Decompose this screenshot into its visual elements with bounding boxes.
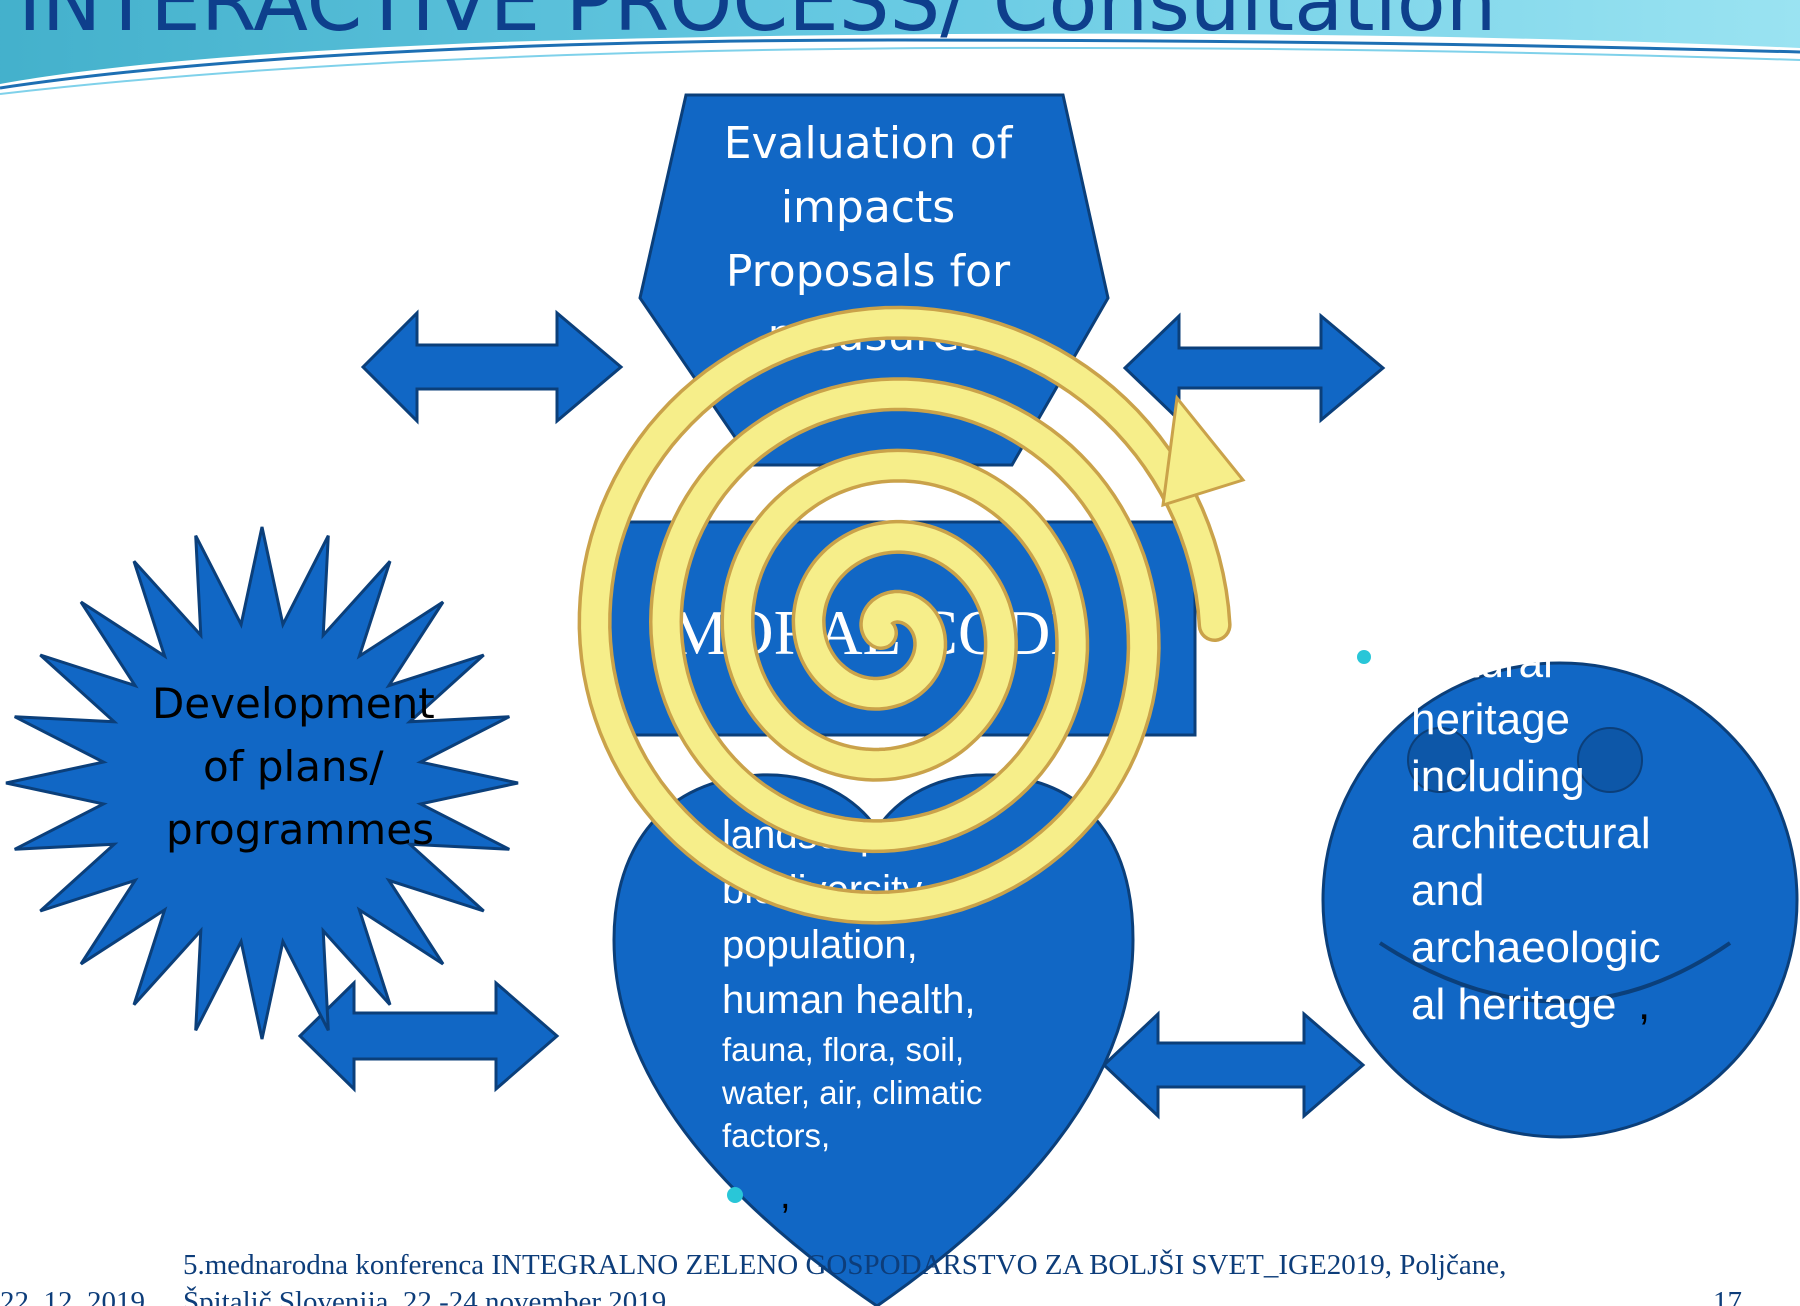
circle-line: cultural xyxy=(1411,638,1553,687)
circle-trailing-comma: , xyxy=(1638,980,1650,1029)
heart-line: population, xyxy=(722,923,918,967)
heart-line: water, air, climatic xyxy=(721,1074,982,1111)
starburst-line: of plans/ xyxy=(203,742,384,791)
starburst-shape: Development of plans/ programmes xyxy=(5,526,519,1040)
eye-right xyxy=(1577,727,1643,793)
spiral-arrow-icon xyxy=(577,305,1246,925)
mouth-curve xyxy=(1378,941,1732,1004)
left-right-arrow-icon xyxy=(297,979,560,1093)
heptagon-line: Evaluation of xyxy=(724,118,1014,169)
left-right-arrow-icon xyxy=(1101,1010,1366,1120)
starburst-line: Development xyxy=(152,679,435,728)
circle-line: and xyxy=(1411,866,1484,915)
page-number: 17 xyxy=(1713,1286,1742,1306)
bullet-dot-icon xyxy=(727,1187,743,1203)
circle-shape: cultural heritage including architectura… xyxy=(1321,638,1799,1139)
heart-line: fauna, flora, soil, xyxy=(722,1031,964,1068)
heart-line: factors, xyxy=(722,1117,830,1154)
starburst-line: programmes xyxy=(166,805,434,854)
header-wave xyxy=(0,0,1800,95)
circle-line: including xyxy=(1411,752,1585,801)
eye-left xyxy=(1407,727,1473,793)
heart-line: human health, xyxy=(722,978,976,1022)
heart-bullet-text: , xyxy=(780,1175,791,1217)
heptagon-line: Proposals for xyxy=(726,246,1011,297)
circle-line: al heritage xyxy=(1411,980,1616,1029)
svg-text:fauna, flora, soil, wate: fauna, flora, soil, water, air, climatic… xyxy=(721,1031,992,1154)
heptagon-line: impacts xyxy=(781,182,955,233)
svg-text:Development of plans/: Development of plans/ programmes xyxy=(152,679,448,854)
bullet-dot-icon xyxy=(1357,650,1371,664)
circle-line: architectural xyxy=(1411,809,1651,858)
circle-line: archaeologic xyxy=(1411,923,1661,972)
footer-date: 22. 12. 2019 xyxy=(0,1286,145,1306)
circle-line: heritage xyxy=(1411,695,1570,744)
footer-line-2: Špitalič Slovenija, 22.-24.november 2019 xyxy=(183,1285,666,1306)
footer-line-1: 5.mednarodna konferenca INTEGRALNO ZELEN… xyxy=(183,1248,1506,1281)
left-right-arrow-icon xyxy=(1122,312,1386,424)
svg-text:cultural heritage: cultural heritage including architectura… xyxy=(1411,638,1673,1029)
slide-title: INTERACTIVE PROCESS/ Consultation xyxy=(18,0,1496,49)
left-right-arrow-icon xyxy=(360,309,624,425)
